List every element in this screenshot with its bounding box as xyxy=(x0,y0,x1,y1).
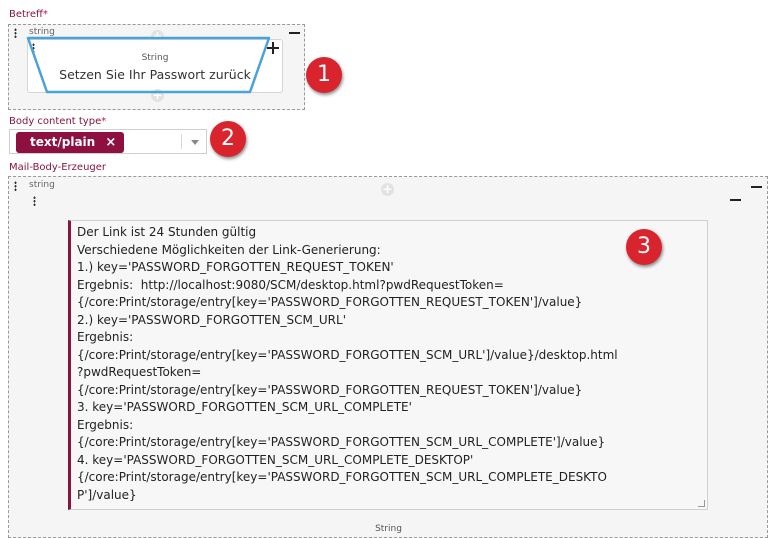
text-line: {/core:Print/storage/entry[key='PASSWORD… xyxy=(77,295,583,309)
add-icon[interactable] xyxy=(267,42,279,54)
subject-value[interactable]: Setzen Sie Ihr Passwort zurück xyxy=(59,67,251,82)
body-content-type-label: Body content type* xyxy=(9,116,106,127)
type-tag: string xyxy=(29,180,55,190)
text-line: Ergebnis: xyxy=(77,330,134,344)
text-line: {/core:Print/storage/entry[key='PASSWORD… xyxy=(77,470,607,484)
drag-handle-icon[interactable] xyxy=(14,181,17,191)
text-line: Verschiedene Möglichkeiten der Link-Gene… xyxy=(77,242,381,257)
required-mark: * xyxy=(101,116,107,127)
body-content-type-select[interactable]: text/plain × xyxy=(9,129,207,154)
subject-label-text: Betreff xyxy=(9,9,43,20)
subject-field-container: string + String Setzen Sie Ihr Passwort … xyxy=(8,24,305,110)
annotation-badge-3: 3 xyxy=(626,229,662,265)
card-collapse-icon[interactable] xyxy=(730,199,741,201)
text-line: 1.) key='PASSWORD_FORGOTTEN_REQUEST_TOKE… xyxy=(77,260,394,274)
text-line: 3. key='PASSWORD_FORGOTTEN_SCM_URL_COMPL… xyxy=(77,400,412,414)
text-line: {/core:Print/storage/entry[key='PASSWORD… xyxy=(77,435,606,449)
subject-highlight-outline xyxy=(26,36,271,94)
selected-value: text/plain xyxy=(30,135,96,149)
text-line: Ergebnis: xyxy=(77,417,134,432)
mail-body-card-caption: String xyxy=(375,524,402,534)
resize-handle-icon[interactable] xyxy=(698,500,705,507)
caret-down-icon[interactable] xyxy=(191,140,199,145)
body-content-type-label-text: Body content type xyxy=(9,116,102,127)
text-line: Der Link ist 24 Stunden gültig xyxy=(77,225,257,239)
required-mark: * xyxy=(42,9,48,20)
drag-handle-icon[interactable] xyxy=(14,28,17,38)
annotation-badge-1: 1 xyxy=(306,57,342,93)
type-tag: string xyxy=(29,27,55,37)
text-line: 2.) key='PASSWORD_FORGOTTEN_SCM_URL' xyxy=(77,312,346,327)
text-line: ?pwdRequestToken= xyxy=(77,365,202,379)
text-line: Ergebnis: http://localhost:9080/SCM/desk… xyxy=(77,277,504,292)
collapse-icon[interactable] xyxy=(289,32,300,34)
remove-chip-icon[interactable]: × xyxy=(105,135,117,150)
text-line: {/core:Print/storage/entry[key='PASSWORD… xyxy=(77,382,583,397)
selected-chip: text/plain × xyxy=(16,132,125,153)
subject-label: Betreff* xyxy=(9,9,48,20)
insert-above-icon[interactable]: + xyxy=(381,182,394,196)
text-line: 4. key='PASSWORD_FORGOTTEN_SCM_URL_COMPL… xyxy=(77,452,474,467)
text-line: {/core:Print/storage/entry[key='PASSWORD… xyxy=(77,347,618,362)
mail-body-label: Mail-Body-Erzeuger xyxy=(9,162,107,173)
divider xyxy=(181,134,182,149)
text-line: P']/value} xyxy=(77,487,137,502)
card-caption: String xyxy=(141,53,169,63)
subject-string-card[interactable]: String Setzen Sie Ihr Passwort zurück xyxy=(27,39,283,93)
card-drag-handle-icon[interactable] xyxy=(32,43,35,53)
annotation-badge-2: 2 xyxy=(210,121,246,157)
collapse-icon[interactable] xyxy=(751,186,762,188)
card-drag-handle-icon[interactable] xyxy=(33,196,36,206)
